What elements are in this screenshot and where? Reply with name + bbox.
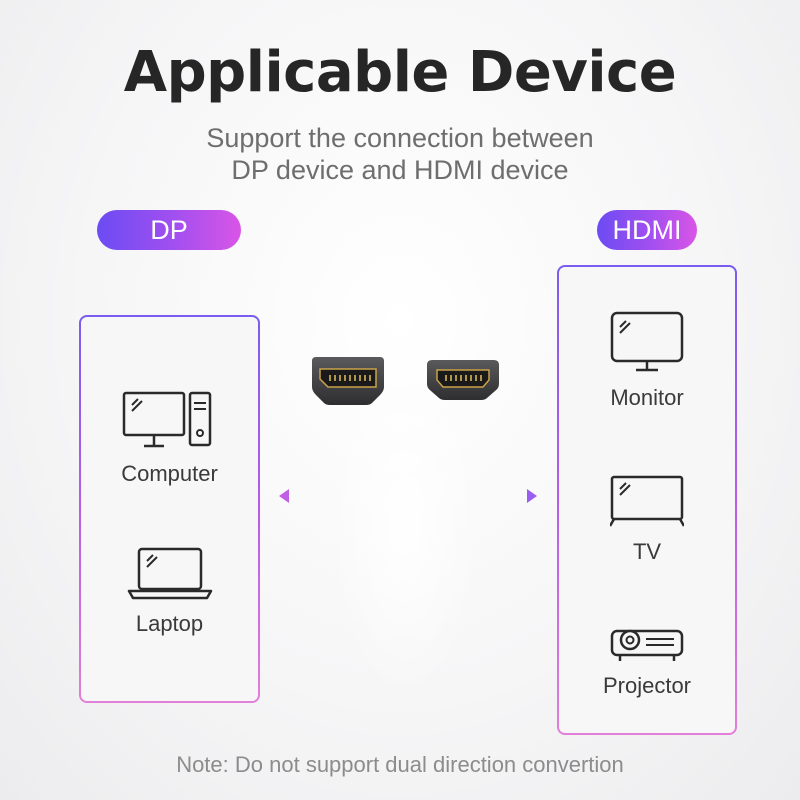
adapter-reflection xyxy=(330,410,480,700)
footnote: Note: Do not support dual direction conv… xyxy=(176,752,624,777)
tv-icon xyxy=(610,475,684,527)
page-title: Applicable Device xyxy=(123,40,677,105)
left-arrow-icon xyxy=(279,489,289,503)
hdmi-tag: HDMI xyxy=(597,210,697,250)
dp-tag: DP xyxy=(97,210,241,250)
device-monitor: Monitor xyxy=(559,311,735,411)
device-label-monitor: Monitor xyxy=(610,385,684,410)
dp-device-panel: Computer Laptop xyxy=(79,315,260,703)
right-arrow-icon xyxy=(527,489,537,503)
hdmi-device-panel: Monitor TV Projector xyxy=(557,265,737,735)
device-label-laptop: Laptop xyxy=(135,611,204,636)
computer-icon xyxy=(122,391,211,448)
device-projector: Projector xyxy=(559,623,735,699)
device-tv: TV xyxy=(559,475,735,565)
device-laptop: Laptop xyxy=(81,547,258,637)
device-label-projector: Projector xyxy=(602,673,692,698)
subtitle-line-1: Support the connection between xyxy=(206,123,594,153)
projector-icon xyxy=(610,629,684,661)
hdmi-connector-icon xyxy=(427,360,499,400)
device-label-tv: TV xyxy=(632,539,662,564)
dp-connector-icon xyxy=(312,357,384,405)
device-label-computer: Computer xyxy=(121,461,218,486)
monitor-icon xyxy=(610,311,684,372)
laptop-icon xyxy=(127,547,212,600)
subtitle-line-2: DP device and HDMI device xyxy=(231,155,569,185)
device-computer: Computer xyxy=(81,391,258,487)
